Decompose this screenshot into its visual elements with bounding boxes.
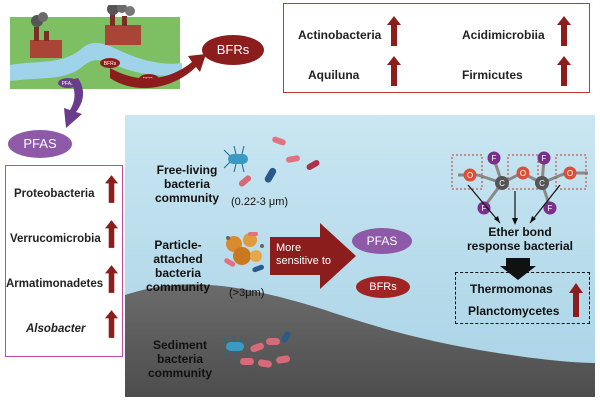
- up-arrow-icon: [105, 265, 118, 293]
- fluorine-atom: [477, 201, 491, 215]
- down-arrow-icon: [500, 258, 536, 280]
- atom-label: F: [482, 204, 487, 213]
- title-line: Sediment: [152, 338, 207, 352]
- taxon-firmicutes: Firmicutes: [462, 68, 523, 82]
- atom-label: F: [492, 154, 497, 163]
- fluorine-atom: [487, 151, 501, 165]
- title-line: bacteria: [156, 352, 204, 366]
- free-living-bacteria-icon: [223, 136, 320, 187]
- left-taxa-box: Proteobacteria Verrucomicrobia Armatimon…: [5, 165, 123, 357]
- atom-label: F: [542, 154, 547, 163]
- up-arrow-icon: [105, 310, 118, 338]
- particle-attached-community-title: Particle- attached bacteria community: [136, 238, 220, 294]
- particle-attached-size: (>3μm): [229, 287, 265, 299]
- sediment-layer: [125, 284, 595, 397]
- title-line: community: [154, 191, 219, 205]
- factory-icon-left: [30, 12, 62, 58]
- atom-label: O: [520, 169, 526, 178]
- atom-label: O: [467, 171, 473, 180]
- pfas-arrow: [64, 78, 84, 128]
- river-factory-scene: BFRs BFRs PFAS: [10, 5, 182, 89]
- ether-bond-response-label: Ether bond response bacterial: [450, 225, 590, 253]
- up-arrow-icon: [387, 16, 401, 46]
- up-arrow-icon: [557, 56, 571, 86]
- oxygen-atom: [516, 166, 530, 180]
- arrow-text-line: More: [276, 242, 302, 254]
- carbon-atom: [535, 176, 549, 190]
- factory-icon-right: [105, 5, 141, 45]
- up-arrow-icon: [387, 56, 401, 86]
- bfrs-pill-1: [100, 58, 120, 68]
- river: [10, 42, 182, 81]
- up-arrow-icon: [557, 16, 571, 46]
- atom-label: O: [567, 169, 573, 178]
- taxon-actinobacteria: Actinobacteria: [298, 28, 382, 42]
- sediment-bacteria-icon: [223, 331, 291, 368]
- title-line: Particle-: [154, 238, 202, 252]
- ether-pointer-arrows: [467, 185, 561, 225]
- atom-label: F: [548, 204, 553, 213]
- bfrs-arrow: [110, 54, 206, 89]
- bfrs-badge-top: BFRs: [202, 35, 264, 65]
- taxon-alsobacter: Alsobacter: [26, 323, 86, 335]
- up-arrow-icon: [105, 175, 118, 203]
- bfrs-pill-1-text: BFRs: [104, 61, 117, 67]
- atom-label: C: [499, 179, 505, 188]
- title-line: community: [145, 280, 210, 294]
- title-line: Free-living: [156, 163, 218, 177]
- free-living-community-title: Free-living bacteria community: [142, 163, 232, 205]
- particle-attached-bacteria-icon: [224, 232, 264, 273]
- top-right-taxa-box: Actinobacteria Acidimicrobiia Aquiluna F…: [283, 3, 590, 93]
- label-line: response bacterial: [466, 239, 574, 253]
- fluorine-atom: [543, 201, 557, 215]
- title-line: community: [147, 366, 212, 380]
- ether-response-taxa-box: Thermomonas Planctomycetes: [455, 272, 590, 324]
- sensitivity-arrow: [270, 223, 356, 289]
- sediment-community-title: Sediment bacteria community: [138, 338, 222, 380]
- carbon-atom: [495, 176, 509, 190]
- up-arrow-icon: [569, 283, 583, 317]
- oxygen-atom: [563, 166, 577, 180]
- label-line: Ether bond: [488, 225, 552, 239]
- title-line: bacteria: [163, 177, 211, 191]
- pfas-molecule: O C O C O F F F F: [451, 151, 588, 215]
- pfas-pill-text: PFAS: [62, 81, 75, 87]
- bfrs-badge-middle: BFRs: [356, 276, 410, 298]
- taxon-verrucomicrobia: Verrucomicrobia: [10, 233, 101, 245]
- taxon-acidimicrobiia: Acidimicrobiia: [462, 28, 545, 42]
- pfas-badge-middle: PFAS: [352, 228, 412, 254]
- up-arrow-icon: [105, 220, 118, 248]
- taxon-planctomycetes: Planctomycetes: [468, 304, 560, 318]
- taxon-armatimonadetes: Armatimonadetes: [6, 278, 104, 290]
- sensitivity-arrow-text: More sensitive to: [276, 242, 331, 268]
- arrow-text-line: sensitive to: [276, 255, 332, 267]
- taxon-thermomonas: Thermomonas: [470, 282, 553, 296]
- taxon-proteobacteria: Proteobacteria: [14, 188, 95, 200]
- title-line: attached: [153, 252, 203, 266]
- main-panel: [125, 115, 595, 397]
- taxon-aquiluna: Aquiluna: [308, 68, 360, 82]
- oxygen-atom: [463, 168, 477, 182]
- atom-label: C: [539, 179, 545, 188]
- pfas-badge-left: PFAS: [8, 130, 72, 158]
- free-living-size: (0.22-3 μm): [231, 196, 289, 208]
- fluorine-atom: [537, 151, 551, 165]
- title-line: bacteria: [154, 266, 202, 280]
